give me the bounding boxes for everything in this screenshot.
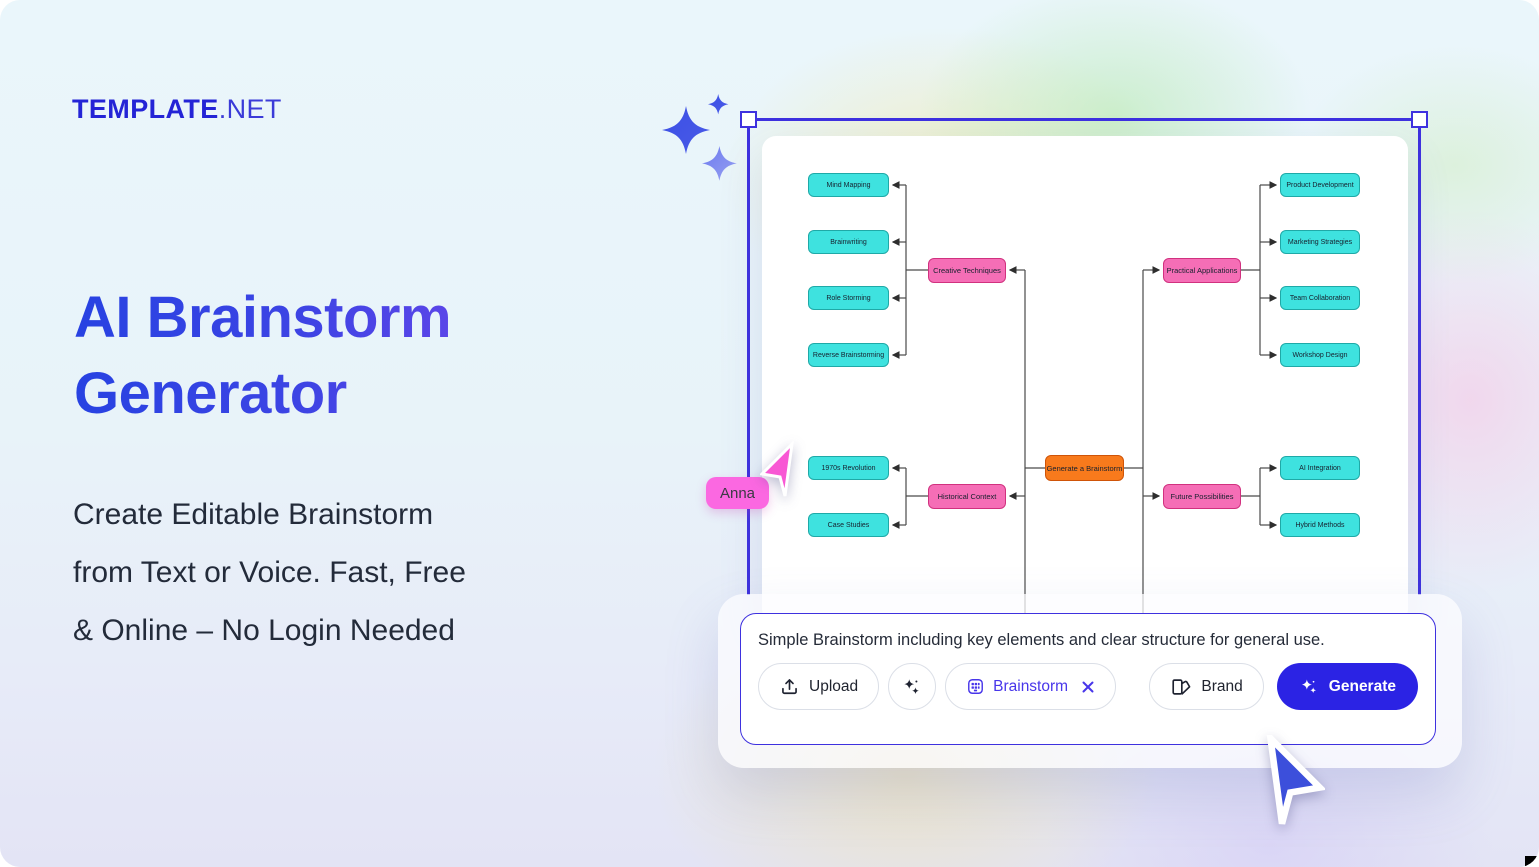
- whiteboard-canvas[interactable]: Mind Mapping Brainwriting Role Storming …: [762, 136, 1408, 623]
- upload-label: Upload: [809, 677, 859, 695]
- generate-button[interactable]: Generate: [1276, 663, 1418, 710]
- node-reverse-brainstorming[interactable]: Reverse Brainstorming: [808, 343, 889, 367]
- generate-sparkle-icon: [1301, 679, 1316, 694]
- node-creative-techniques[interactable]: Creative Techniques: [928, 258, 1006, 283]
- brand-icon: [1172, 678, 1191, 695]
- node-generate-a-brainstorm[interactable]: Generate a Brainstorm: [1045, 455, 1124, 481]
- node-workshop-design[interactable]: Workshop Design: [1280, 343, 1360, 367]
- node-1970s-revolution[interactable]: 1970s Revolution: [808, 456, 889, 480]
- node-team-collaboration[interactable]: Team Collaboration: [1280, 286, 1360, 310]
- ai-sparkle-button[interactable]: [888, 663, 937, 710]
- selection-frame-top: [748, 118, 1420, 121]
- node-future-possibilities[interactable]: Future Possibilities: [1163, 484, 1241, 509]
- upload-icon: [782, 679, 797, 695]
- brand-logo-bold: TEMPLATE: [72, 94, 219, 124]
- prompt-text[interactable]: Simple Brainstorm including key elements…: [758, 631, 1325, 649]
- page-title: AI Brainstorm Generator: [74, 280, 451, 432]
- brand-logo: TEMPLATE.NET: [72, 94, 282, 125]
- pointer-cursor-icon: [1266, 735, 1325, 825]
- corner-mark: [1525, 856, 1539, 867]
- brainstorm-template-chip[interactable]: Brainstorm: [945, 663, 1117, 710]
- toolbar-buttons: Upload Br: [758, 663, 1418, 710]
- prompt-box: Simple Brainstorm including key elements…: [740, 613, 1436, 745]
- template-icon: [968, 679, 984, 694]
- chip-label: Brainstorm: [993, 677, 1069, 695]
- sparkles-decoration-icon: [662, 94, 737, 181]
- brand-button[interactable]: Brand: [1149, 663, 1264, 710]
- node-historical-context[interactable]: Historical Context: [928, 484, 1006, 509]
- upload-button[interactable]: Upload: [758, 663, 880, 710]
- node-marketing-strategies[interactable]: Marketing Strategies: [1280, 230, 1360, 254]
- brand-label: Brand: [1201, 677, 1243, 695]
- selection-frame-left: [747, 121, 750, 595]
- selection-handle-top-left[interactable]: [740, 111, 757, 128]
- node-brainwriting[interactable]: Brainwriting: [808, 230, 889, 254]
- node-mind-mapping[interactable]: Mind Mapping: [808, 173, 889, 197]
- selection-frame-right: [1418, 121, 1421, 595]
- node-ai-integration[interactable]: AI Integration: [1280, 456, 1360, 480]
- node-practical-applications[interactable]: Practical Applications: [1163, 258, 1241, 283]
- diagram-connectors: [891, 181, 1278, 623]
- page-subtitle: Create Editable Brainstorm from Text or …: [73, 498, 466, 647]
- selection-handle-top-right[interactable]: [1411, 111, 1428, 128]
- node-hybrid-methods[interactable]: Hybrid Methods: [1280, 513, 1360, 537]
- close-icon[interactable]: [1081, 680, 1095, 694]
- generate-label: Generate: [1328, 677, 1396, 695]
- brand-logo-light: .NET: [218, 94, 282, 124]
- collaborator-label: Anna: [706, 477, 769, 509]
- collaborator-cursor-icon: [760, 441, 794, 497]
- node-case-studies[interactable]: Case Studies: [808, 513, 889, 537]
- node-role-storming[interactable]: Role Storming: [808, 286, 889, 310]
- node-product-development[interactable]: Product Development: [1280, 173, 1360, 197]
- sparkle-icon: [904, 678, 919, 694]
